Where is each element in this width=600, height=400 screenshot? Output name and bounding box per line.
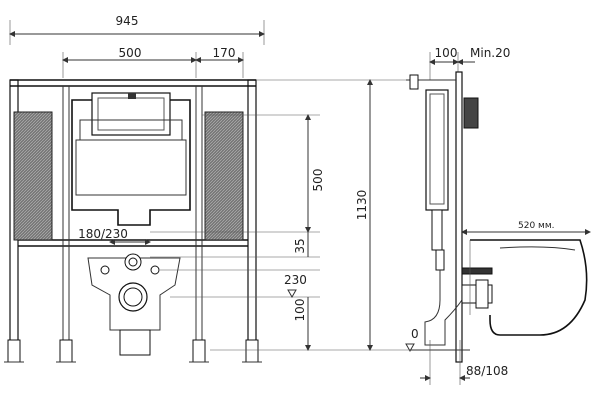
dim-total-height: 1130 [355, 79, 373, 351]
dim-520-label: 520 мм. [518, 221, 554, 231]
dim-min-label: Min.20 [470, 46, 510, 60]
toilet-bowl [469, 239, 588, 336]
dim-tank-height: 500 [305, 114, 325, 233]
dim-945-label: 945 [116, 14, 139, 28]
dim-depth-label: 100 [435, 46, 458, 60]
side-frame-post [455, 71, 463, 363]
dim-bowl-length: 520 мм. [461, 221, 591, 235]
dim-230-label: 230 [284, 273, 307, 287]
dim-flush-spacing: 180/230 [78, 227, 151, 245]
dim-500-label: 500 [119, 46, 142, 60]
dim-0-label: 0 [411, 327, 419, 341]
flush-plate [463, 97, 479, 129]
dim-total-width: 945 [9, 14, 265, 45]
side-view: 100 Min.20 520 мм. [406, 46, 591, 385]
dim-floor: 0 [405, 327, 419, 353]
dim-depth: 100 Min.20 [429, 46, 510, 80]
left-insulation-panel [13, 111, 53, 241]
dim-1130-label: 1130 [355, 190, 369, 221]
dim-500-vertical-label: 500 [311, 169, 325, 192]
dim-tank-width: 500 170 [62, 46, 244, 78]
connection-plate [87, 253, 181, 356]
dim-bottom: 100 [293, 297, 311, 351]
dim-gap: 35 [293, 232, 309, 257]
side-cistern [425, 89, 449, 271]
right-insulation-panel [204, 111, 244, 241]
front-view: 945 500 170 [4, 14, 419, 363]
dim-170-label: 170 [213, 46, 236, 60]
dim-outlet-height: 230 [284, 273, 307, 299]
drain-pipe [424, 270, 463, 346]
dim-180-230-label: 180/230 [78, 227, 128, 241]
dim-88-108-label: 88/108 [466, 364, 508, 378]
dim-100-label: 100 [293, 299, 307, 322]
dim-35-label: 35 [293, 238, 307, 253]
dim-foot-depth: 88/108 [420, 340, 508, 385]
cistern [71, 92, 191, 226]
